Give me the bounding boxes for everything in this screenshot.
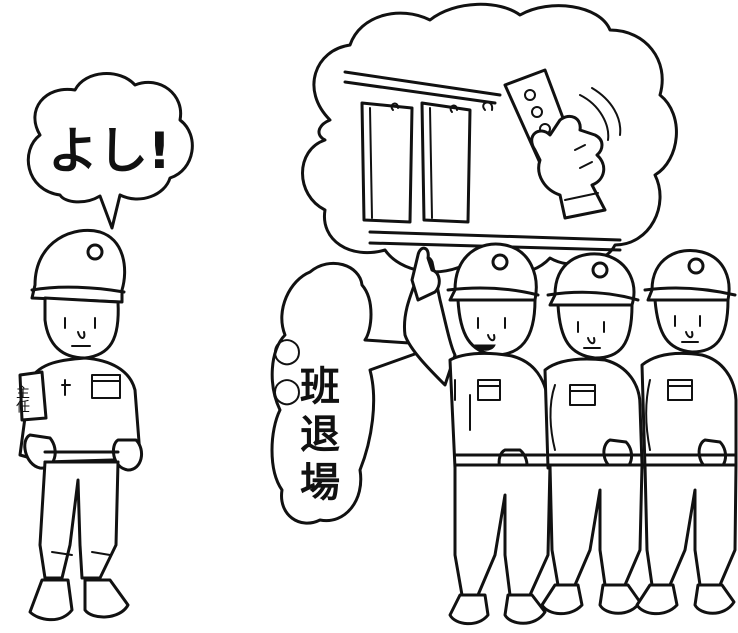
thought-cloud (301, 2, 678, 276)
worker-bubble-marks: ○○ (267, 330, 307, 410)
armband-text: 主任 (14, 385, 30, 413)
worker-figure-2 (540, 252, 644, 616)
hanging-plate-1 (360, 101, 414, 224)
key-rail-top (343, 70, 502, 97)
leader-bubble-text: よし! (48, 122, 171, 180)
armband (18, 370, 48, 422)
motion-lines (579, 87, 622, 141)
worker-figure-3 (635, 249, 738, 616)
supervisor-figure: 主任 (14, 228, 144, 622)
worker-bubble-line1: 班 (300, 364, 340, 410)
worker-figure-1 (402, 242, 554, 626)
worker-bubble-line2: 退 (300, 412, 340, 458)
gloved-hand (530, 114, 607, 220)
key-rail-bottom (368, 230, 622, 242)
pointing-hand (410, 246, 441, 302)
worker-bubble-line3: 場 (300, 460, 340, 506)
leader-speech-bubble: よし! (26, 72, 194, 230)
worker-speech-bubble: ○○ 班 退 場 (267, 261, 442, 525)
hanging-plate-2 (420, 101, 472, 224)
